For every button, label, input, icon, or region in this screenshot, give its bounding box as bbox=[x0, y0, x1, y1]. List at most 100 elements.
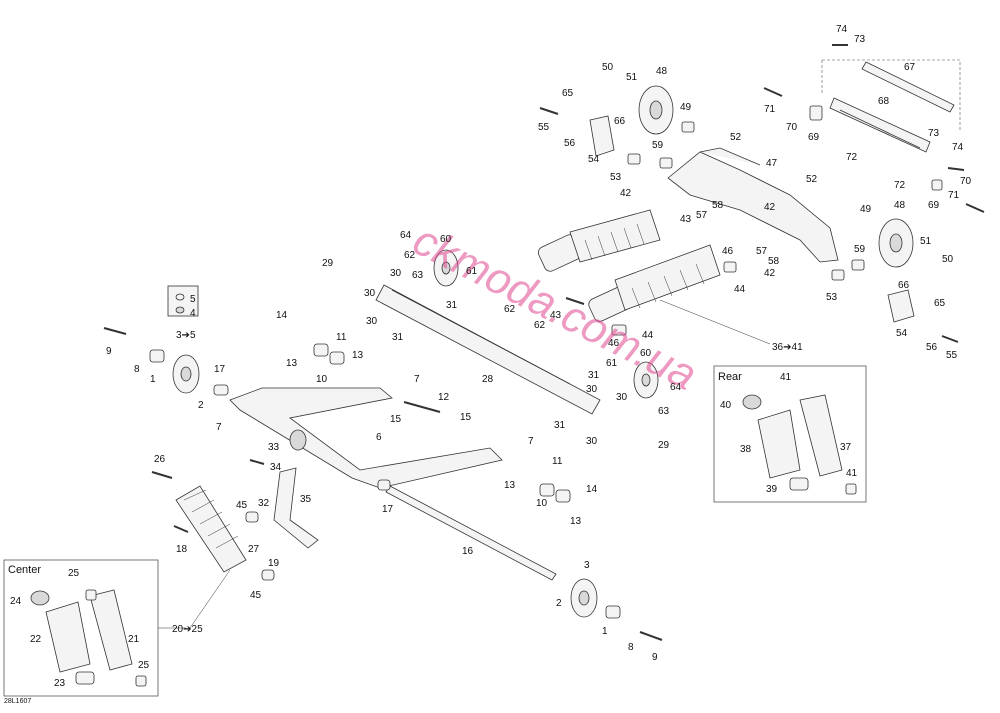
rear-shock-upper bbox=[537, 209, 661, 272]
callout-14: 14 bbox=[276, 310, 288, 321]
callout-5: 5 bbox=[190, 294, 196, 305]
callout-49b: 49 bbox=[860, 204, 872, 215]
callout-20to25: 20➔25 bbox=[172, 624, 203, 635]
shaft-part-16 bbox=[385, 485, 557, 581]
callout-45: 45 bbox=[236, 500, 248, 511]
callout-74: 74 bbox=[836, 24, 848, 35]
callout-50b: 50 bbox=[942, 254, 954, 265]
callout-36to41: 36➔41 bbox=[772, 342, 803, 353]
callout-14b: 14 bbox=[586, 484, 598, 495]
callout-1b: 1 bbox=[602, 626, 608, 637]
callout-71b: 71 bbox=[948, 190, 960, 201]
callout-51: 51 bbox=[626, 72, 638, 83]
callout-48: 48 bbox=[656, 66, 668, 77]
callout-13: 13 bbox=[352, 350, 364, 361]
center-inset-title: Center bbox=[8, 564, 41, 576]
front-shock bbox=[175, 485, 247, 573]
callout-24: 24 bbox=[10, 596, 22, 607]
callout-10b: 10 bbox=[536, 498, 548, 509]
callout-67: 67 bbox=[904, 62, 916, 73]
callout-66: 66 bbox=[614, 116, 626, 127]
callout-72b: 72 bbox=[894, 180, 906, 191]
callout-42c: 42 bbox=[764, 268, 776, 279]
callout-62b: 62 bbox=[504, 304, 516, 315]
callout-8b: 8 bbox=[628, 642, 634, 653]
callout-56b: 56 bbox=[926, 342, 938, 353]
idler-wheel-3-right bbox=[570, 578, 598, 618]
callout-2: 2 bbox=[198, 400, 204, 411]
callout-63: 63 bbox=[412, 270, 424, 281]
callout-55: 55 bbox=[538, 122, 550, 133]
callout-51b: 51 bbox=[920, 236, 932, 247]
callout-35: 35 bbox=[300, 494, 312, 505]
bushing-set-front bbox=[149, 343, 621, 619]
callout-7c: 7 bbox=[528, 436, 534, 447]
callout-73b: 73 bbox=[928, 128, 940, 139]
callout-40: 40 bbox=[720, 400, 732, 411]
callout-53b: 53 bbox=[826, 292, 838, 303]
rail-part-28 bbox=[375, 284, 601, 415]
callout-18: 18 bbox=[176, 544, 188, 555]
callout-17: 17 bbox=[214, 364, 226, 375]
callout-28: 28 bbox=[482, 374, 494, 385]
callout-13b: 13 bbox=[286, 358, 298, 369]
callout-13c: 13 bbox=[504, 480, 516, 491]
callout-54: 54 bbox=[588, 154, 600, 165]
callout-3to5: 3➔5 bbox=[176, 330, 196, 341]
callout-15: 15 bbox=[390, 414, 402, 425]
callout-6: 6 bbox=[376, 432, 382, 443]
callout-60: 60 bbox=[440, 234, 452, 245]
callout-13d: 13 bbox=[570, 516, 582, 527]
callout-48b: 48 bbox=[894, 200, 906, 211]
callout-26: 26 bbox=[154, 454, 166, 465]
callout-30d: 30 bbox=[586, 384, 598, 395]
callout-52b: 52 bbox=[806, 174, 818, 185]
arm-part-32 bbox=[273, 467, 319, 549]
callout-64b: 64 bbox=[670, 382, 682, 393]
bushing-set-rear bbox=[611, 105, 943, 336]
callout-31: 31 bbox=[446, 300, 458, 311]
callout-53: 53 bbox=[610, 172, 622, 183]
callout-8: 8 bbox=[134, 364, 140, 375]
bolt-set-rear bbox=[539, 44, 985, 343]
frame-part-6 bbox=[229, 387, 503, 489]
callout-70: 70 bbox=[786, 122, 798, 133]
callout-38: 38 bbox=[740, 444, 752, 455]
callout-54b: 54 bbox=[896, 328, 908, 339]
callout-30e: 30 bbox=[616, 392, 628, 403]
callout-37: 37 bbox=[840, 442, 852, 453]
callout-46: 46 bbox=[722, 246, 734, 257]
callout-11b: 11 bbox=[552, 456, 563, 467]
bracket-part-54-top bbox=[589, 115, 615, 157]
callout-68: 68 bbox=[878, 96, 890, 107]
callout-22: 22 bbox=[30, 634, 42, 645]
callout-69: 69 bbox=[808, 132, 820, 143]
callout-58: 58 bbox=[712, 200, 724, 211]
callout-4: 4 bbox=[190, 308, 196, 319]
swing-arm-part-47 bbox=[667, 147, 839, 263]
callout-30c: 30 bbox=[366, 316, 378, 327]
callout-31b: 31 bbox=[392, 332, 404, 343]
callout-25: 25 bbox=[68, 568, 80, 579]
callout-55b: 55 bbox=[946, 350, 958, 361]
callout-62c: 62 bbox=[534, 320, 546, 331]
callout-31c: 31 bbox=[588, 370, 600, 381]
callout-63b: 63 bbox=[658, 406, 670, 417]
callout-31d: 31 bbox=[554, 420, 566, 431]
callout-58b: 58 bbox=[768, 256, 780, 267]
callout-47: 47 bbox=[766, 158, 778, 169]
callout-65: 65 bbox=[562, 88, 574, 99]
frame-part-68 bbox=[829, 97, 931, 153]
leader-36 bbox=[659, 299, 771, 345]
callout-72: 72 bbox=[846, 152, 858, 163]
callout-25b: 25 bbox=[138, 660, 150, 671]
bracket-part-54-right bbox=[887, 289, 915, 323]
callout-74b: 74 bbox=[952, 142, 964, 153]
callout-29: 29 bbox=[322, 258, 334, 269]
callout-9b: 9 bbox=[652, 652, 658, 663]
callout-69b: 69 bbox=[928, 200, 940, 211]
callout-23: 23 bbox=[54, 678, 66, 689]
callout-10: 10 bbox=[316, 374, 328, 385]
